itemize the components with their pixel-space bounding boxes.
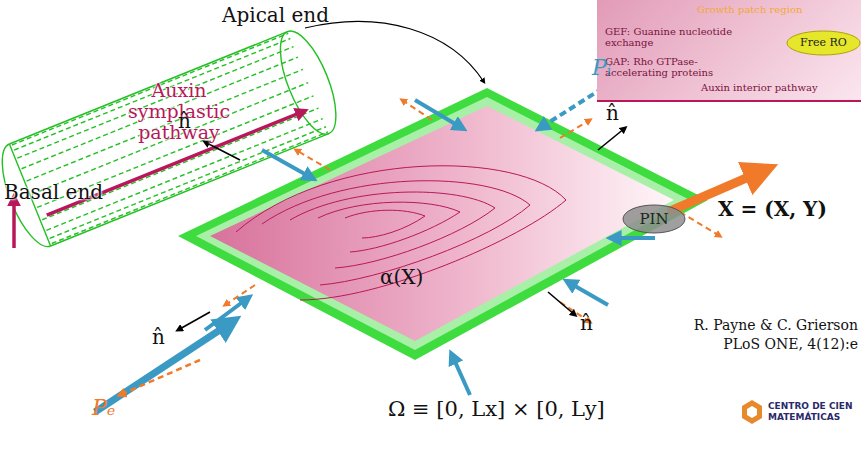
- label: Pₑ: [92, 396, 115, 420]
- label: n̂: [152, 326, 165, 348]
- inset-panel: Growth patch regionGEF: Guanine nucleoti…: [597, 0, 861, 102]
- normal-vectors: [178, 128, 625, 330]
- label: Ω ≡ [0, Lx] × [0, Ly]: [388, 398, 605, 421]
- label: n̂: [606, 102, 619, 124]
- label: n̂: [580, 312, 593, 334]
- label: X = (X, Y): [718, 198, 827, 220]
- label: CENTRO DE CIEN: [768, 402, 853, 412]
- label: Pᵢ: [592, 56, 611, 80]
- node-text: GEF: Guanine nucleotide exchange: [605, 26, 755, 48]
- ellipse-node: Free RO: [786, 30, 861, 56]
- label: R. Payne & C. Grierson: [694, 318, 858, 333]
- efflux-arrows: [120, 100, 720, 395]
- node-text: Free RO: [800, 37, 847, 49]
- label: n̂: [178, 110, 191, 132]
- node-text: Growth patch region: [697, 4, 802, 15]
- label: Apical end: [222, 4, 329, 26]
- node-text: GAP: Rho GTPase-accelerating proteins: [605, 56, 755, 78]
- label: Basal end: [4, 181, 103, 203]
- logo-icon: [742, 400, 762, 424]
- label: MATEMÁTICAS: [768, 413, 840, 423]
- label: PLoS ONE, 4(12):e: [723, 337, 858, 352]
- node-text: PIN: [639, 211, 668, 228]
- label: α(X): [380, 266, 423, 288]
- ellipse-node: PIN: [622, 204, 686, 234]
- node-text: Auxin interior pathway: [701, 82, 818, 93]
- domain-plate: [178, 88, 708, 360]
